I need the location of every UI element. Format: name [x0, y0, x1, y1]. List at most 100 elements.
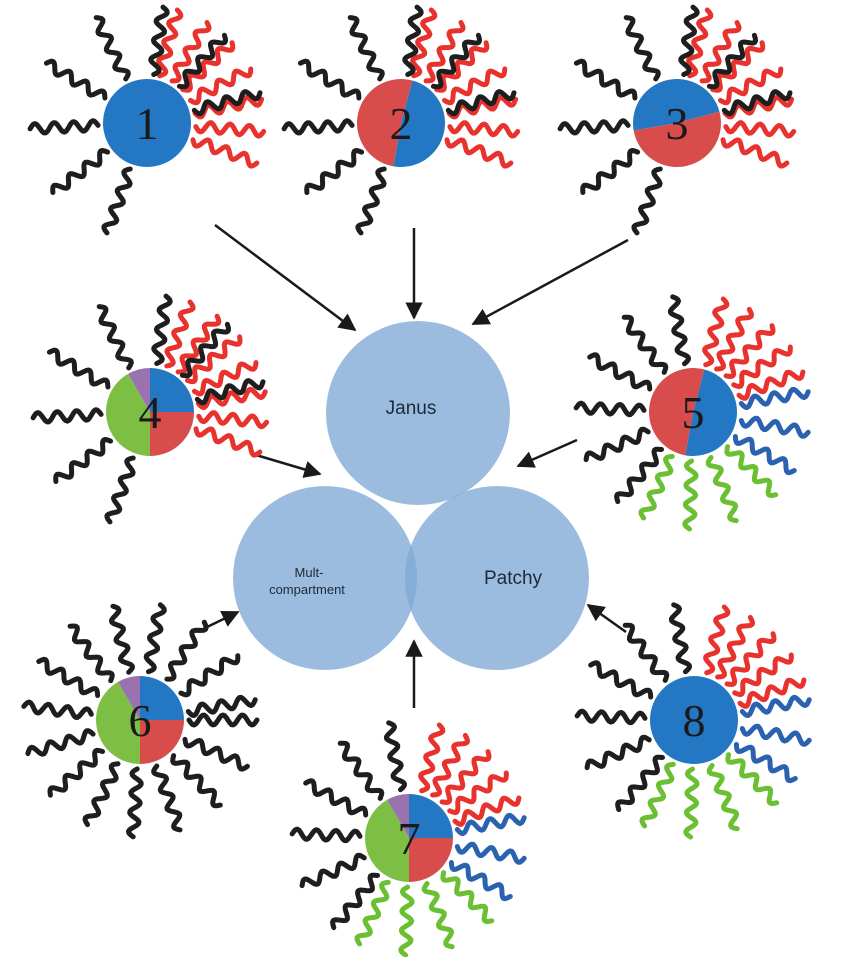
particle-core-sector [633, 111, 722, 168]
black-polymer-chain [623, 15, 661, 82]
black-polymer-chain [622, 622, 670, 683]
red-polymer-chain [444, 137, 514, 169]
particle-6: 6 [21, 602, 260, 840]
particle-number-label: 7 [398, 813, 421, 864]
black-polymer-chain [706, 32, 758, 90]
red-polymer-chain [418, 722, 446, 794]
black-polymer-chain [668, 602, 692, 675]
red-polymer-chain [720, 137, 790, 169]
black-polymer-chain [21, 699, 94, 720]
particles-group: 1 2 3 4 5 6 7 8 [21, 4, 812, 958]
particle-core-sector [118, 676, 140, 720]
green-polymer-chain [705, 455, 739, 524]
black-polymer-chain [176, 32, 228, 90]
red-polymer-chain [723, 323, 776, 379]
black-polymer-chain [281, 118, 355, 136]
black-polymer-chain [43, 58, 108, 101]
green-polymer-chain [724, 444, 779, 498]
venn-label-janus: Janus [386, 398, 437, 419]
black-polymer-chain [573, 400, 647, 418]
particle-8: 8 [574, 602, 812, 840]
black-polymer-chain [574, 708, 648, 726]
particle-core-sector [102, 78, 191, 168]
arrow-1-to-janus [214, 224, 357, 332]
black-polymer-chain [615, 754, 665, 813]
black-polymer-chain [67, 623, 115, 684]
red-polymer-chain [193, 120, 267, 139]
venn-label-multicompartment-line2: compartment [269, 582, 345, 597]
arrows-group [204, 224, 629, 708]
red-polymer-chain [410, 7, 438, 79]
black-polymer-chain [297, 58, 362, 101]
red-polymer-chain [736, 369, 806, 401]
red-polymer-chain [723, 120, 797, 139]
particle-core-sector [409, 838, 453, 882]
black-polymer-chain [678, 4, 700, 77]
red-polymer-chain [188, 66, 254, 106]
red-polymer-chain [430, 732, 470, 798]
black-polymer-chain [178, 653, 241, 698]
black-polymer-chain [151, 293, 173, 366]
blue-polymer-chain [454, 841, 527, 865]
particle-number-label: 2 [390, 98, 413, 149]
black-polymer-chain [587, 352, 653, 392]
black-polymer-chain [148, 4, 170, 77]
red-polymer-chain [185, 334, 243, 385]
green-polymer-chain [421, 881, 455, 950]
black-polymer-chain [347, 15, 385, 82]
black-polymer-chain [93, 15, 131, 82]
black-polymer-chain [30, 407, 104, 425]
venn-label-multicompartment-line1: Mult- [295, 565, 324, 580]
arrow-8-to-venn [586, 603, 627, 634]
black-polymer-chain [588, 660, 654, 700]
red-polymer-chain [710, 40, 766, 93]
green-polymer-chain [398, 884, 415, 958]
red-polymer-chain [732, 652, 794, 698]
red-polymer-chain [190, 137, 260, 169]
black-polymer-chain [191, 89, 263, 117]
red-polymer-chain [164, 299, 196, 369]
black-polymer-chain [185, 694, 258, 718]
green-polymer-chain [354, 879, 391, 947]
red-polymer-chain [175, 313, 222, 375]
particle-core-sector [649, 368, 705, 456]
particle-number-label: 1 [136, 98, 159, 149]
black-polymer-chain [445, 89, 517, 117]
arrow-5-to-venn [516, 438, 578, 468]
black-polymer-chain [143, 602, 167, 675]
particle-core-sector [150, 412, 194, 456]
particle-number-label: 3 [666, 98, 689, 149]
red-polymer-chain [714, 306, 754, 372]
black-polymer-chain [82, 761, 121, 828]
particle-core-sector [96, 681, 140, 764]
arrow-4-to-venn [255, 453, 322, 478]
venn-circle-multicompartment [233, 486, 417, 670]
black-polymer-chain [721, 89, 793, 117]
particle-5: 5 [573, 294, 811, 532]
blue-polymer-chain [738, 415, 811, 439]
particle-number-label: 4 [139, 387, 162, 438]
venn-diagram: Janus Mult- compartment Patchy [233, 321, 589, 670]
black-polymer-chain [46, 347, 111, 390]
particle-core-sector [409, 794, 453, 838]
black-polymer-chain [430, 32, 482, 90]
red-polymer-chain [156, 7, 184, 79]
black-polymer-chain [580, 148, 641, 195]
green-polymer-chain [706, 763, 740, 832]
black-polymer-chain [667, 294, 691, 367]
black-polymer-chain [186, 712, 260, 728]
green-polymer-chain [725, 752, 780, 806]
red-polymer-chain [452, 795, 522, 827]
red-polymer-chain [724, 631, 777, 687]
red-polymer-chain [169, 20, 212, 84]
arrow-3-to-janus [471, 238, 629, 326]
particle-2: 2 [281, 4, 521, 236]
black-polymer-chain [164, 619, 209, 682]
red-polymer-chain [434, 40, 490, 93]
green-polymer-chain [683, 766, 700, 840]
venn-circle-janus [326, 321, 510, 505]
black-polymer-chain [36, 656, 101, 698]
particle-core-sector [128, 368, 150, 412]
black-polymer-chain [337, 740, 385, 801]
particle-core-sector [393, 80, 446, 168]
